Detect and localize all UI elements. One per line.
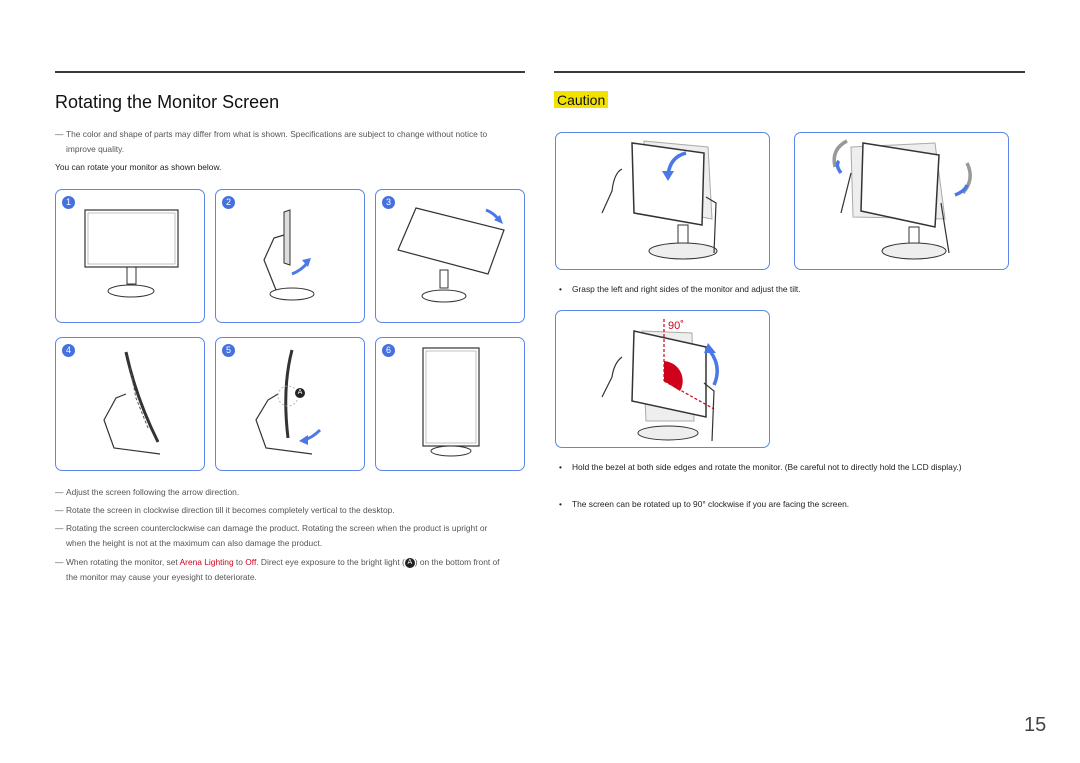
bullet-hold-bezel-text: Hold the bezel at both side edges and ro…	[572, 462, 962, 472]
step-panel-6: 6	[375, 337, 525, 471]
monitor-rotate-side-illustration	[103, 351, 161, 455]
caution-panel-rotate: 90˚	[555, 310, 770, 448]
hands-rotate-90-illustration	[601, 319, 719, 442]
angle-label: 90˚	[668, 320, 684, 332]
note-arena-lighting-text: When rotating the monitor, set Arena Lig…	[66, 557, 500, 582]
page-number: 15	[1024, 714, 1047, 736]
monitor-portrait-illustration	[422, 347, 480, 457]
bullet-rotate-90-text: The screen can be rotated up to 90° cloc…	[572, 499, 850, 509]
step-panel-1: 1	[55, 189, 205, 323]
hands-tilt-illustration	[601, 140, 718, 260]
step-panel-5: 5 A	[215, 337, 365, 471]
page-title: Rotating the Monitor Screen	[55, 92, 280, 112]
caution-panel-tilt	[555, 132, 770, 270]
step-panel-3: 3	[375, 189, 525, 323]
bullet-hold-bezel: •Hold the bezel at both side edges and r…	[559, 460, 1029, 475]
bullet-grasp-text: Grasp the left and right sides of the mo…	[572, 284, 801, 294]
note-counterclockwise-text: Rotating the screen counterclockwise can…	[66, 523, 488, 548]
note-adjust-text: Adjust the screen following the arrow di…	[66, 487, 240, 497]
step-number-2: 2	[222, 196, 235, 209]
intro-note: ―The color and shape of parts may differ…	[55, 127, 507, 157]
step-number-4: 4	[62, 344, 75, 357]
step-number-5: 5	[222, 344, 235, 357]
step-panel-4: 4	[55, 337, 205, 471]
caution-panel-twist	[794, 132, 1009, 270]
step-number-6: 6	[382, 344, 395, 357]
note-rotate-clockwise-text: Rotate the screen in clockwise direction…	[66, 505, 395, 515]
note-counterclockwise-warning: ―Rotating the screen counterclockwise ca…	[55, 521, 507, 551]
left-header-rule	[55, 71, 525, 73]
off-term: Off	[245, 557, 257, 567]
callout-a-icon: A	[404, 557, 415, 568]
arena-lighting-term: Arena Lighting	[179, 557, 234, 567]
bullet-rotate-90: •The screen can be rotated up to 90° clo…	[559, 497, 1029, 512]
callout-a-label: A	[295, 387, 305, 398]
step-number-1: 1	[62, 196, 75, 209]
body-text: You can rotate your monitor as shown bel…	[55, 162, 222, 172]
note-rotate-clockwise: ―Rotate the screen in clockwise directio…	[55, 503, 507, 518]
caution-label: Caution	[554, 91, 609, 108]
step-number-3: 3	[382, 196, 395, 209]
step-panel-2: 2	[215, 189, 365, 323]
monitor-side-illustration	[263, 209, 315, 301]
intro-note-text: The color and shape of parts may differ …	[66, 129, 488, 154]
monitor-tilt-illustration	[397, 207, 505, 303]
monitor-front-illustration	[84, 209, 179, 298]
note-adjust: ―Adjust the screen following the arrow d…	[55, 485, 507, 500]
hands-twist-illustration	[832, 139, 972, 260]
right-header-rule	[554, 71, 1025, 73]
note-arena-lighting: ―When rotating the monitor, set Arena Li…	[55, 555, 507, 585]
bullet-grasp: •Grasp the left and right sides of the m…	[559, 282, 1029, 297]
monitor-rotate-arrow-illustration	[255, 349, 322, 455]
bright-light-callout: A	[295, 384, 305, 402]
